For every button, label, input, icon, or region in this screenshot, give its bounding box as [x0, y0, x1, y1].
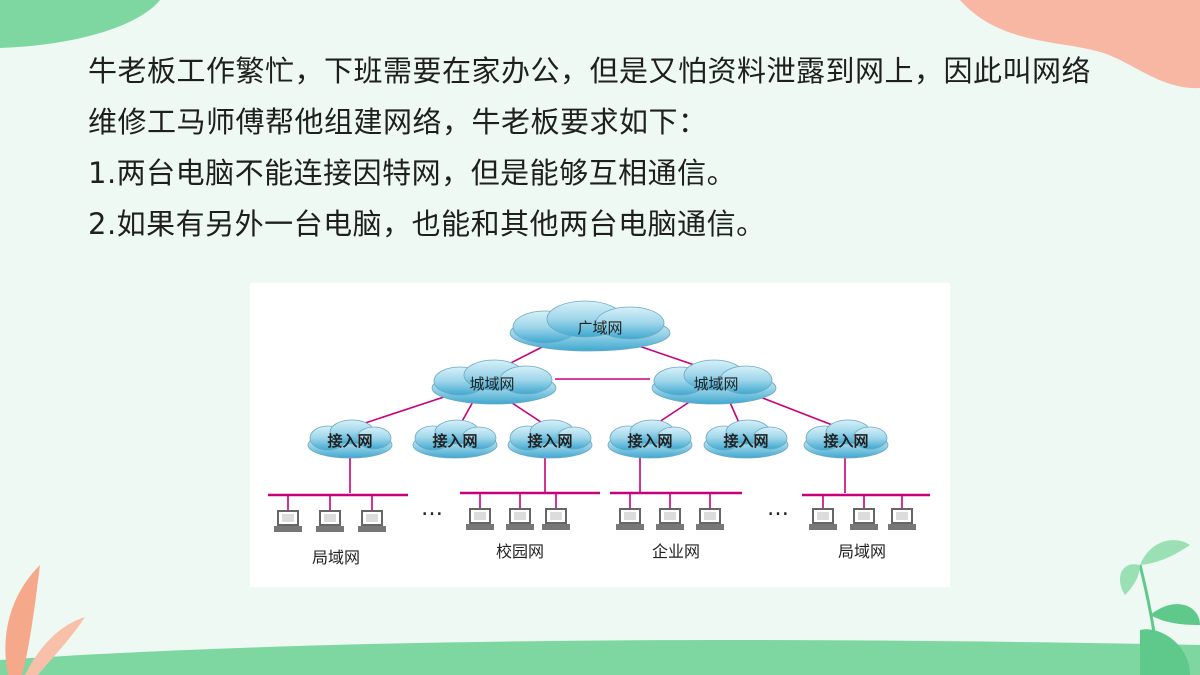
top-right-blob-decoration [960, 0, 1200, 89]
problem-description: 牛老板工作繁忙，下班需要在家办公，但是又怕资料泄露到网上，因此叫网络 维修工马师… [88, 46, 1148, 250]
lan-buses [268, 491, 930, 497]
campus-network-label: 校园网 [496, 542, 544, 561]
top-left-leaf-decoration [0, 0, 160, 48]
computer-icon [465, 508, 495, 531]
computer-icon [887, 508, 917, 531]
computer-icon [849, 508, 879, 531]
requirement-2: 2.如果有另外一台电脑，也能和其他两台电脑通信。 [88, 207, 766, 241]
bottom-left-plant-decoration [5, 565, 85, 675]
network-hierarchy-diagram: 广域网 城域网 城域网 接入网 接入网 接入网 接入网 接入网 接入网 … … … [250, 283, 950, 587]
text-line-2: 维修工马师傅帮他组建网络，牛老板要求如下： [88, 105, 708, 139]
backbone-links [349, 342, 846, 493]
computer-icon [615, 508, 645, 531]
lan-label-left: 局域网 [312, 548, 360, 567]
requirement-1: 1.两台电脑不能连接因特网，但是能够互相通信。 [88, 156, 737, 190]
access-label-3: 接入网 [527, 432, 572, 450]
access-label-2: 接入网 [432, 432, 477, 450]
computer-icon [655, 508, 685, 531]
wan-label: 广域网 [577, 319, 622, 337]
enterprise-network-label: 企业网 [652, 542, 700, 561]
computer-icon [505, 508, 535, 531]
computer-icon [541, 508, 571, 531]
text-line-1: 牛老板工作繁忙，下班需要在家办公，但是又怕资料泄露到网上，因此叫网络 [88, 54, 1092, 88]
computer-icon [808, 508, 838, 531]
access-label-4: 接入网 [627, 432, 672, 450]
lan-label-right: 局域网 [838, 542, 886, 561]
bottom-right-palm-decoration [1120, 540, 1200, 675]
ellipsis-left: … [421, 496, 443, 521]
access-label-5: 接入网 [723, 432, 768, 450]
computer-icon [315, 510, 345, 533]
access-label-1: 接入网 [327, 432, 372, 450]
bottom-wave-decoration [0, 640, 1200, 675]
ellipsis-right: … [767, 496, 789, 521]
man-label-left: 城域网 [469, 375, 514, 393]
lan-drops [287, 493, 903, 511]
computer-icon [695, 508, 725, 531]
computer-icon [357, 510, 387, 533]
man-label-right: 城域网 [693, 375, 738, 393]
computer-icon [273, 510, 303, 533]
access-label-6: 接入网 [823, 432, 868, 450]
computers [273, 508, 917, 533]
